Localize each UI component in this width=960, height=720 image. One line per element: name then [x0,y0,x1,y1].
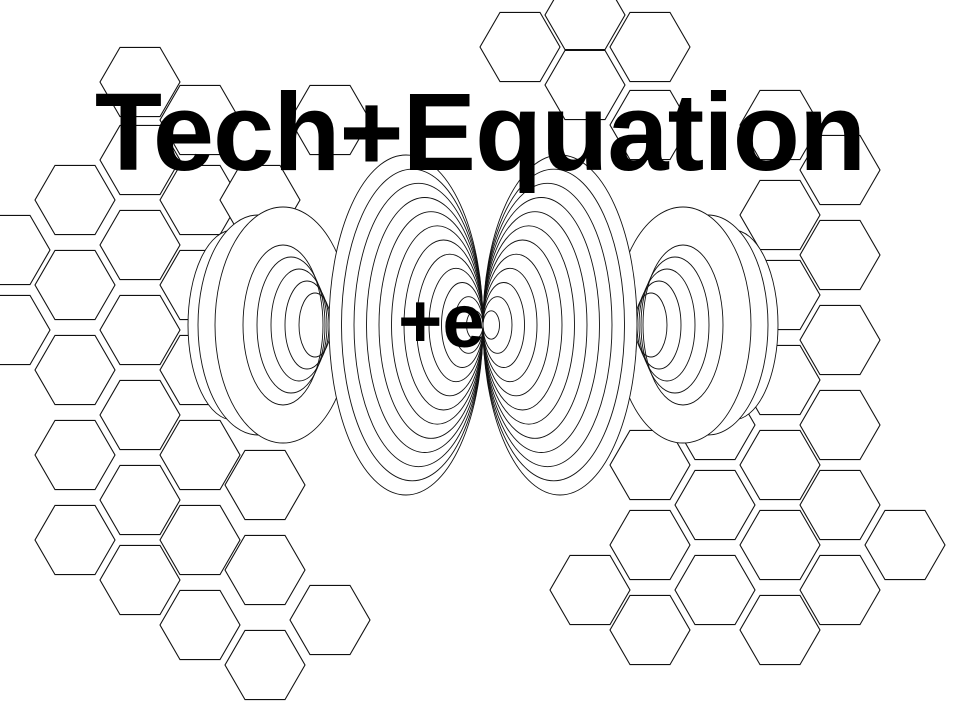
hexagon-shape [544,0,626,51]
hexagon-shape [0,214,51,286]
hexagon-shape [674,554,756,626]
dipole-field-lines [187,154,779,496]
hexagon-shape [799,389,881,461]
hexagon-shape [739,594,821,666]
hexagon-shape [99,464,181,536]
hexagon-shape [34,249,116,321]
hexagon-shape [799,219,881,291]
field-line [640,256,710,394]
hexagon-shape [34,164,116,236]
hexagon-shape [0,294,51,366]
hexagon-shape [609,11,691,83]
hexagon-shape [159,84,241,156]
page-title: Tech+Equation [94,71,866,194]
hexagon-shape [739,89,821,161]
hexagon-shape [544,49,626,121]
hexagon-shape [99,544,181,616]
hexagon-shape [34,334,116,406]
hexagon-shape [99,209,181,281]
hexagon-shape [739,429,821,501]
hexagon-shape [34,419,116,491]
hexagon-shape [674,469,756,541]
charge-label: +e [398,279,485,364]
hexagon-shape [224,629,306,701]
hexagon-shape [99,294,181,366]
hexagon-shape [799,304,881,376]
hexagon-shape [289,584,371,656]
field-line [256,256,326,394]
hexagon-shape [609,89,691,161]
hexagon-shape [609,509,691,581]
field-line [638,268,696,382]
field-line [482,154,638,496]
hexagon-shape [739,509,821,581]
field-line [482,310,500,340]
hexagon-shape [159,589,241,661]
hexagon-shape [159,419,241,491]
hexagon-shape [739,179,821,251]
hexagon-shape [99,46,181,118]
hexagon-shape [549,554,631,626]
hexagon-shape [159,504,241,576]
hexagon-shape [99,379,181,451]
hexagon-shape [224,449,306,521]
field-line [270,268,328,382]
hexagon-shape [224,534,306,606]
hexagon-shape [799,554,881,626]
hexagon-shape [864,509,946,581]
hexagon-shape [799,134,881,206]
hexagon-shape [799,469,881,541]
field-line [242,244,324,406]
hexagon-shape [99,124,181,196]
hexagon-shape [479,11,561,83]
hexagon-shape [289,84,371,156]
field-line [642,244,724,406]
hexagon-shape [609,594,691,666]
hexagon-shape [34,504,116,576]
